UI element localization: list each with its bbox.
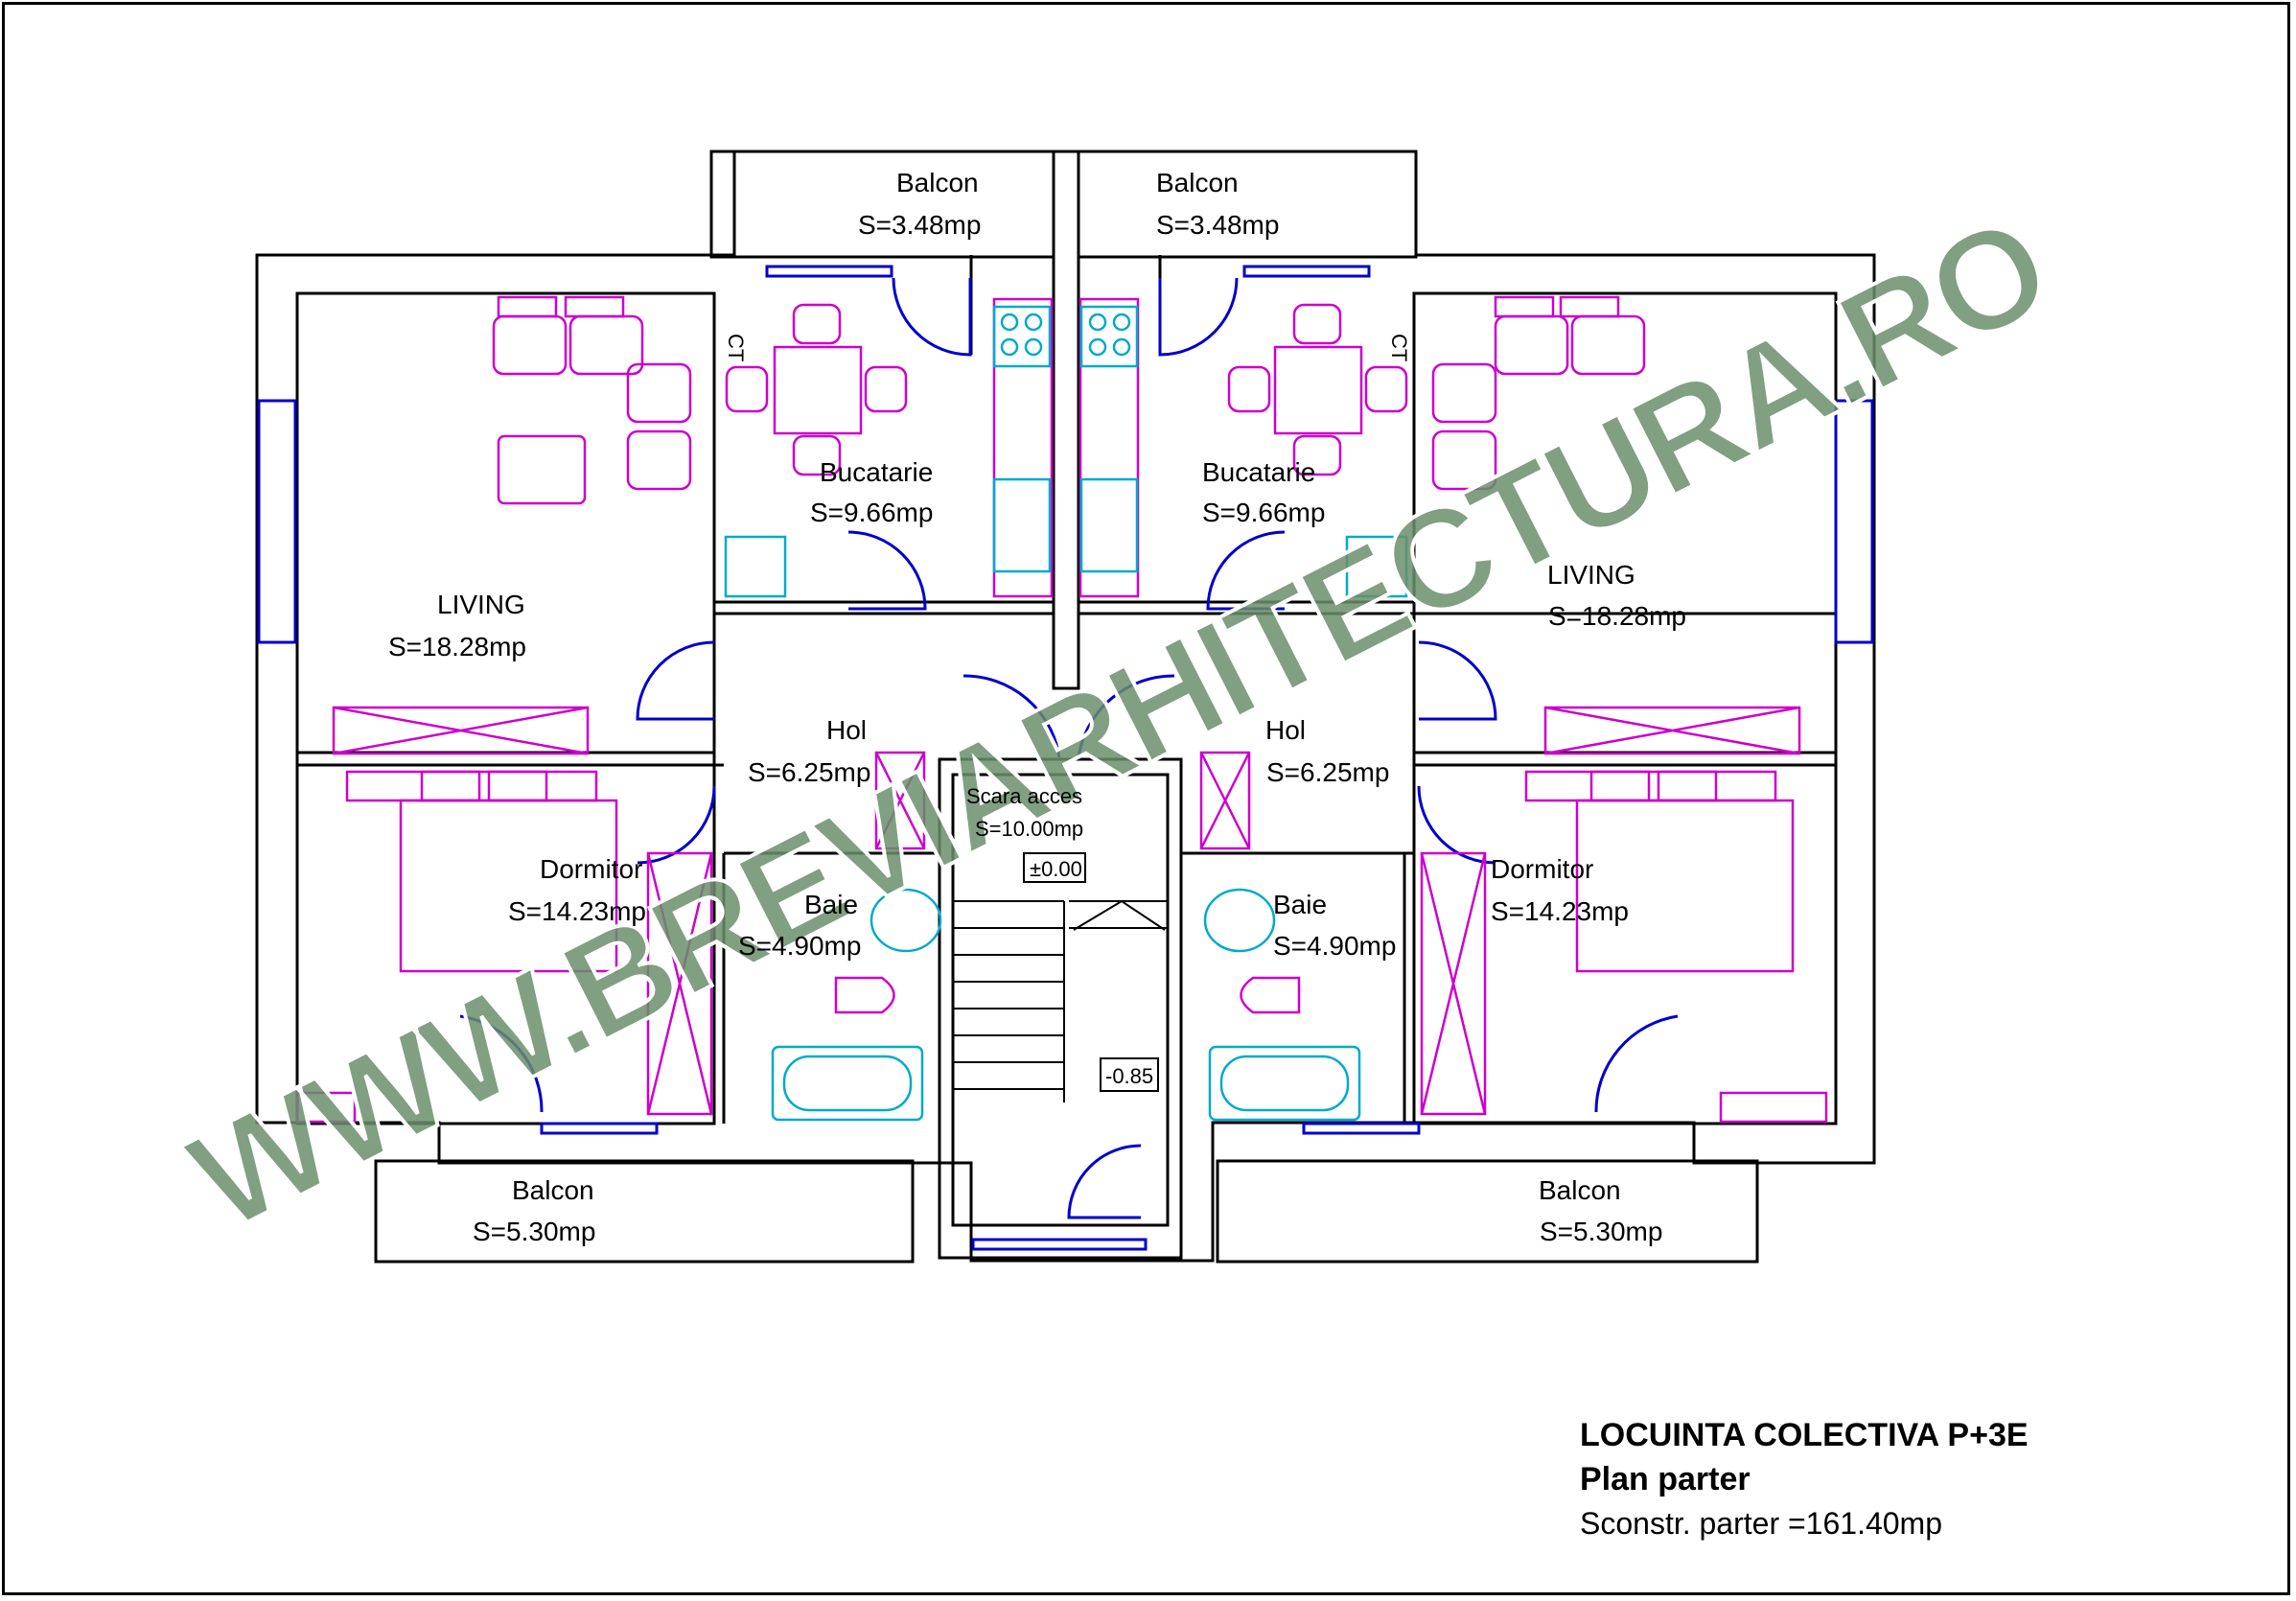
room-name-hol-right: Hol [1265,715,1306,745]
stove-left [992,305,1052,368]
door-swing-kitchen-left [847,530,927,611]
room-area-balcon-top-left: S=3.48mp [858,210,981,240]
room-area-balcon-top-right: S=3.48mp [1156,210,1279,240]
window-top-right [1242,265,1371,278]
walls [255,150,1876,1264]
door-swing-living-left [636,640,715,721]
boiler-tag-right: CT [1387,334,1411,361]
sheet-title: Plan parter [1580,1461,1751,1497]
room-name-dormitor-left: Dormitor [540,854,642,884]
wardrobe-dormitor-right [1420,851,1487,1116]
room-area-hol-right: S=6.25mp [1266,757,1389,787]
project-title: LOCUINTA COLECTIVA P+3E [1580,1417,2029,1453]
stove-right [1079,305,1139,368]
bed-right [1575,799,1795,973]
door-swing-entry-left [962,674,1061,758]
sink-kitchen-left [992,477,1052,573]
window-bottom-right [1302,1122,1421,1135]
fridge-left [724,535,787,598]
door-swing-bedroom-right [1417,785,1496,865]
sink-kitchen-right [1079,477,1139,573]
door-swing-stair-entry [1067,1144,1142,1219]
central-wall [1052,150,1080,690]
washbasin-left [870,888,942,953]
door-swing-kitchen-balcony-right [1158,277,1239,357]
stair-core-outer [938,757,1183,1260]
room-area-hol-left: S=6.25mp [748,757,870,787]
stair-core-inner [951,773,1170,1227]
room-name-balcon-bottom-right: Balcon [1539,1175,1621,1205]
built-area: Sconstr. parter =161.40mp [1580,1506,1942,1541]
wardrobe-living-right [1543,706,1801,755]
room-labels: Balcon S=3.48mp Balcon S=3.48mp Bucatari… [388,168,1686,1246]
window-living-left [257,399,297,644]
balcon-top-right-outline [1077,150,1418,259]
room-area-bucatarie-left: S=9.66mp [810,498,933,527]
room-name-scara: Scara acces [966,784,1082,808]
room-area-dormitor-right: S=14.23mp [1491,896,1629,926]
room-name-baie-left: Baie [804,890,858,919]
door-swing-living-right [1418,640,1497,721]
boiler-tag-left: CT [724,334,748,361]
room-name-living-left: LIVING [437,590,525,619]
room-name-balcon-top-left: Balcon [896,168,979,197]
room-name-baie-right: Baie [1273,890,1327,919]
fixtures [724,305,1408,1122]
balcon-bottom-left-outline [374,1159,915,1264]
openings [257,265,1874,1251]
level-tag-lower: -0.85 [1105,1064,1153,1088]
balcon-top-left-outline [709,150,1055,259]
fridge-right [1345,535,1408,598]
window-bottom-left [540,1122,659,1135]
room-name-hol-left: Hol [826,715,867,745]
stairs [953,899,1168,1102]
title-block: LOCUINTA COLECTIVA P+3E Plan parter Scon… [1580,1413,2029,1545]
washbasin-right [1203,888,1276,953]
bathtub-right [1208,1045,1361,1122]
door-swing-entry-right [1077,674,1175,758]
window-stair [971,1238,1148,1251]
room-name-balcon-top-right: Balcon [1156,168,1239,197]
room-name-dormitor-right: Dormitor [1491,854,1593,884]
room-area-dormitor-left: S=14.23mp [508,896,646,926]
window-living-right [1834,399,1874,644]
door-swing-dormitor-right [1594,1014,1679,1113]
right-apartment-inner [1412,291,1838,1125]
level-tag-upper: ±0.00 [1030,857,1082,881]
room-name-balcon-bottom-left: Balcon [512,1175,594,1205]
room-area-baie-left: S=4.90mp [738,931,861,961]
window-top-left [765,265,893,278]
watermark-text: WWW.BREVIARHITECTURA.RO [167,187,2070,1261]
door-swing-bedroom-left [637,785,716,865]
room-area-bucatarie-right: S=9.66mp [1202,498,1325,527]
room-area-living-right: S=18.28mp [1548,601,1686,631]
room-area-balcon-bottom-left: S=5.30mp [473,1217,595,1246]
wardrobe-dormitor-left [646,851,713,1116]
room-area-baie-right: S=4.90mp [1273,931,1396,961]
room-area-scara: S=10.00mp [975,817,1083,841]
door-swing-kitchen-right [1206,530,1286,611]
level-tag-lower-box [1100,1057,1159,1092]
room-name-bucatarie-left: Bucatarie [820,457,933,487]
wardrobe-living-left [332,706,590,755]
door-swing-kitchen-balcony-left [892,277,972,357]
door-swing-dormitor-left [459,1014,544,1113]
room-name-living-right: LIVING [1547,560,1635,590]
bathtub-left [771,1045,924,1122]
room-area-balcon-bottom-right: S=5.30mp [1540,1217,1662,1246]
balcon-bottom-right-outline [1216,1159,1759,1264]
furniture [295,295,1828,1124]
room-area-living-left: S=18.28mp [388,632,526,661]
room-name-bucatarie-right: Bucatarie [1202,457,1315,487]
level-tag-upper-box [1023,852,1086,883]
